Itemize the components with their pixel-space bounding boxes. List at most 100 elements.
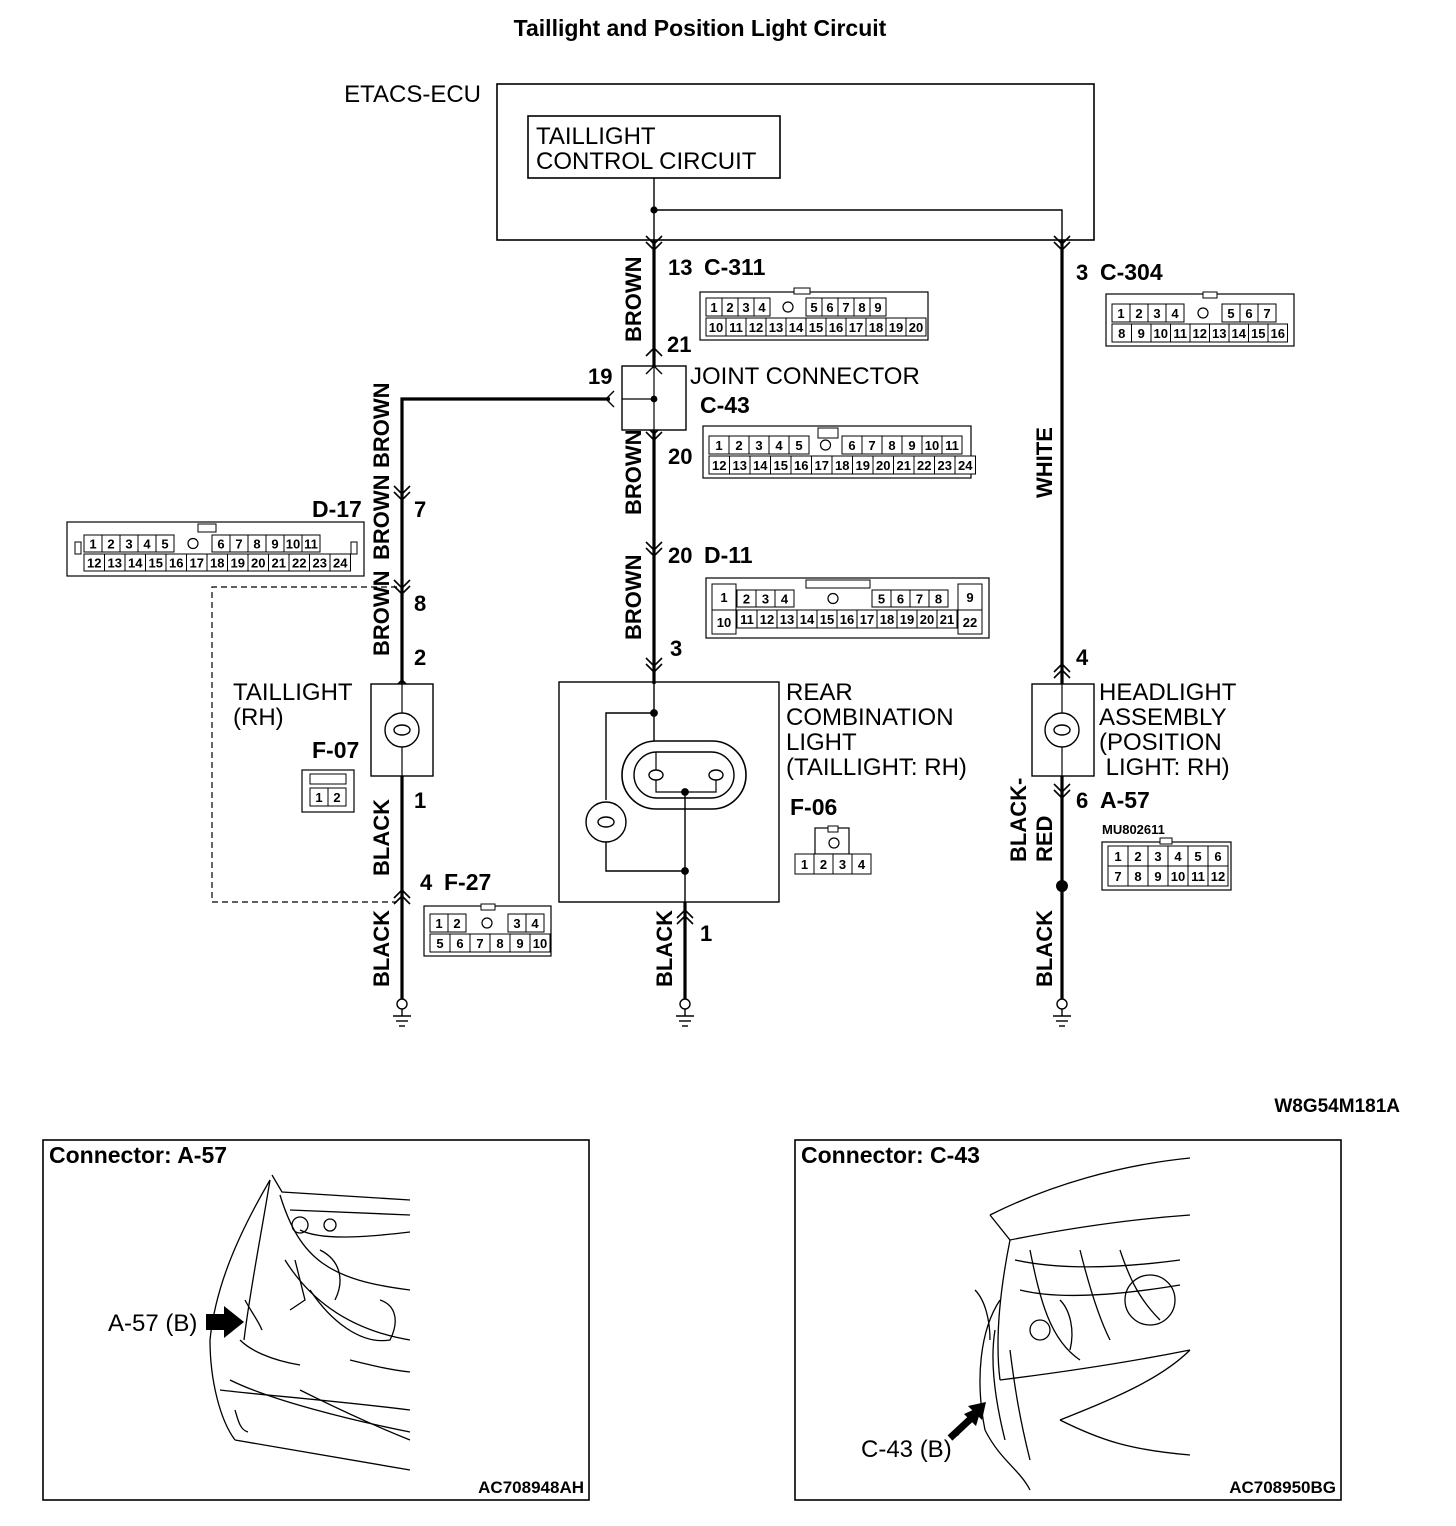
f07-pin-top: 2 — [414, 645, 426, 670]
d11-cell-label: 11 — [740, 612, 754, 627]
a57-part-no: MU802611 — [1102, 822, 1165, 837]
c43-pin-in: 21 — [667, 332, 691, 357]
d11-cell-label: 22 — [963, 615, 977, 630]
d11-cell-label: 12 — [760, 612, 774, 627]
connector-labels: 13 C-311 3 C-304 21 19 JOINT CONNECTOR C… — [312, 254, 1165, 946]
d11-cell-label: 10 — [717, 615, 731, 630]
c304-cell-label: 10 — [1154, 326, 1168, 341]
c311-id: C-311 — [704, 254, 766, 280]
d17-cell — [301, 534, 321, 553]
d17-id: D-17 — [312, 496, 362, 522]
c304-pin: 3 — [1076, 260, 1088, 285]
d11-id: D-11 — [704, 542, 753, 568]
f27-cell-label: 8 — [496, 936, 503, 951]
c304-cell-label: 3 — [1153, 306, 1160, 321]
d11-cell-label: 5 — [878, 592, 885, 607]
taillight-label-2: (RH) — [233, 704, 284, 731]
d17-cell-label: 15 — [149, 556, 163, 571]
diagram-title: Taillight and Position Light Circuit — [514, 15, 887, 41]
component-labels: TAILLIGHT (RH) REAR COMBINATION LIGHT (T… — [233, 679, 1237, 781]
rear-combo-label-3: LIGHT — [786, 729, 857, 756]
f06-cell — [851, 853, 872, 875]
d11-cell-label: 15 — [820, 612, 834, 627]
c304-cell-label: 16 — [1271, 326, 1285, 341]
c311-cell-label: 12 — [749, 320, 763, 335]
f06-cell-label: 3 — [839, 857, 846, 872]
c311-cell-label: 6 — [826, 300, 833, 315]
d17-cell — [329, 553, 351, 572]
c311-cell-label: 3 — [742, 300, 749, 315]
d11-cell — [936, 609, 958, 629]
d11-cell-label: 17 — [860, 612, 874, 627]
c43-pin-left: 19 — [588, 364, 612, 389]
c311-cell-label: 1 — [710, 300, 717, 315]
ecu-inner-line2: CONTROL CIRCUIT — [536, 148, 757, 175]
f07-pin-bottom: 1 — [414, 788, 426, 813]
a57-cell-label: 9 — [1154, 869, 1161, 884]
c304-cell-label: 6 — [1245, 306, 1252, 321]
taillight-label-1: TAILLIGHT — [233, 679, 353, 706]
d11-cell-label: 20 — [920, 612, 934, 627]
c43-cell-label: 14 — [753, 458, 768, 473]
etacs-ecu: ETACS-ECU TAILLIGHT CONTROL CIRCUIT — [344, 81, 1095, 241]
wire-color-black-red-2: RED — [1032, 816, 1057, 862]
panel-a57-code: AC708948AH — [478, 1478, 584, 1497]
d17-cell-label: 3 — [125, 537, 132, 552]
d17-cell-label: 10 — [286, 537, 300, 552]
f06-cell-label: 4 — [858, 857, 866, 872]
wire-color-labels: BROWN BROWN BROWN BROWN BROWN BROWN WHIT… — [369, 256, 1057, 987]
c43-cell-label: 7 — [868, 438, 875, 453]
d17-cell-label: 9 — [271, 537, 278, 552]
rear-combo-label-1: REAR — [786, 679, 853, 706]
d11-cell-label: 1 — [720, 590, 727, 605]
c43-cell-label: 5 — [795, 438, 802, 453]
d17-cell — [155, 534, 175, 553]
wire-color-black-headlight: BLACK — [1032, 910, 1057, 987]
a57-cell-label: 8 — [1134, 869, 1141, 884]
c311-cell-label: 8 — [858, 300, 865, 315]
f27-pin: 4 — [420, 870, 433, 895]
f06-cell-label: 1 — [801, 857, 808, 872]
d11-cell-label: 8 — [935, 592, 942, 607]
c311-cell-label: 17 — [849, 320, 863, 335]
c311-cell-label: 2 — [726, 300, 733, 315]
connector-chevrons — [393, 235, 1071, 925]
panel-a57-title: Connector: A-57 — [49, 1142, 227, 1168]
d17-pin-b: 8 — [414, 591, 426, 616]
c304-cell-label: 15 — [1251, 326, 1265, 341]
a57-cell-label: 7 — [1114, 869, 1121, 884]
wire-color-black-f27: BLACK — [369, 910, 394, 987]
c43-cell-label: 17 — [815, 458, 829, 473]
f07-cell-label: 1 — [315, 790, 322, 805]
d11-cell — [711, 609, 737, 635]
f27-cell — [525, 913, 545, 933]
f27-cell — [447, 913, 467, 933]
c304-cell — [1267, 323, 1288, 343]
c311-pin: 13 — [668, 255, 692, 280]
wire-color-brown-d11: BROWN — [621, 554, 646, 640]
d11-cell — [957, 609, 983, 635]
c43-cell-label: 12 — [712, 458, 726, 473]
c304-cell — [1165, 303, 1185, 323]
headlight-label-4: LIGHT: RH) — [1099, 754, 1230, 781]
a57-cell-label: 6 — [1214, 849, 1221, 864]
c43-cell-label: 10 — [925, 438, 939, 453]
c311-cell-label: 9 — [874, 300, 881, 315]
f06-pin-bottom: 1 — [700, 921, 712, 946]
c43-cell-label: 22 — [917, 458, 931, 473]
f27-cell-label: 6 — [456, 936, 463, 951]
f06-pin-top: 3 — [670, 636, 682, 661]
f07-cell — [327, 787, 347, 807]
c304-cell-label: 8 — [1118, 326, 1125, 341]
headlight-label-2: ASSEMBLY — [1099, 704, 1227, 731]
arrow-icon — [206, 1306, 244, 1338]
c311-cell-label: 13 — [769, 320, 783, 335]
d11-cell-label: 18 — [880, 612, 894, 627]
f27-id: F-27 — [444, 869, 491, 895]
c311-cell-label: 20 — [909, 320, 923, 335]
c43-cell-label: 13 — [733, 458, 747, 473]
